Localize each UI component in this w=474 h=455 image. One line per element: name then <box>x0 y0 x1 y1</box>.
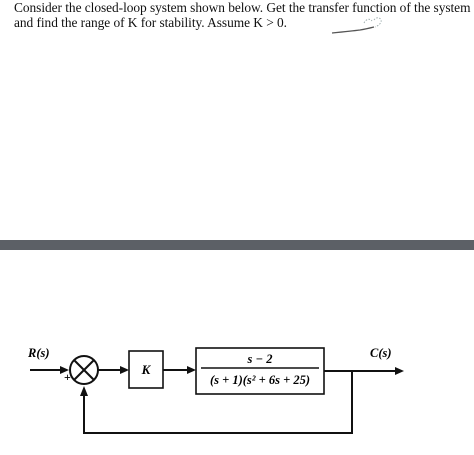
feedback-path <box>83 371 353 434</box>
gain-input-arrowhead <box>120 366 129 374</box>
plant-block <box>195 347 325 395</box>
problem-line-1: Consider the closed-loop system shown be… <box>14 0 471 15</box>
gain-label: K <box>141 362 152 377</box>
problem-statement: Consider the closed-loop system shown be… <box>14 0 471 30</box>
plant-denominator: (s + 1)(s² + 6s + 25) <box>210 373 310 387</box>
block-diagram: R(s) + K s − 2 (s + 1)(s² + 6s + 25) C(s… <box>27 346 404 434</box>
problem-line-2: and find the range of K for stability. A… <box>14 15 287 30</box>
gain-block <box>128 350 164 389</box>
section-divider <box>0 240 474 250</box>
summing-cross-b <box>73 359 95 381</box>
output-label: C(s) <box>370 346 392 360</box>
input-arrowhead <box>60 366 69 374</box>
output-arrowhead <box>395 367 404 375</box>
feedback-arrowhead <box>80 386 88 396</box>
input-label: R(s) <box>27 346 50 360</box>
plant-numerator: s − 2 <box>247 352 273 366</box>
summing-plus-sign: + <box>64 370 71 384</box>
plant-input-arrowhead <box>187 366 196 374</box>
handwritten-mark <box>331 17 382 34</box>
